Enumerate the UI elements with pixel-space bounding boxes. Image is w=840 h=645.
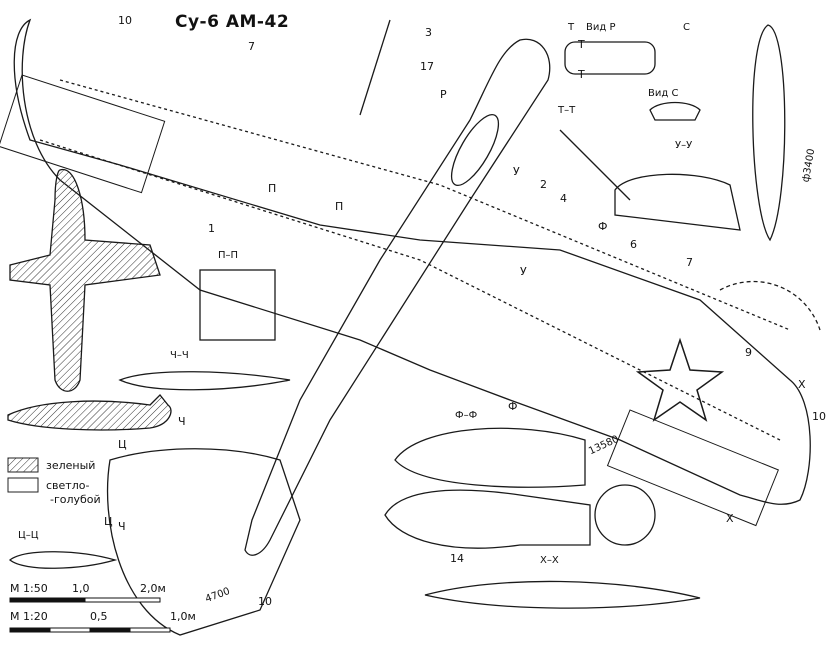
callout-p2: П [335, 200, 344, 213]
callout-ts2: Ц [104, 515, 113, 528]
callout-6: 6 [630, 238, 637, 251]
scale-20-label: М 1:20 [10, 610, 48, 623]
aileron-right [606, 409, 780, 527]
callout-2: 2 [540, 178, 547, 191]
label-x-x: Х–Х [540, 555, 559, 566]
callout-9: 9 [745, 346, 752, 359]
profile-ch [118, 371, 291, 391]
legend-green-label: зеленый [46, 459, 96, 472]
label-u-u: У–У [675, 140, 693, 151]
legend-blue-swatch [7, 477, 39, 493]
tailplane-outline [106, 448, 301, 636]
callout-t2: Т [578, 68, 585, 81]
label-t: Т [568, 22, 575, 33]
label-f-f: Ф–Ф [455, 410, 478, 421]
legend-blue-label-1: светло- [46, 479, 90, 492]
propeller-blade [752, 24, 786, 242]
label-c: С [683, 22, 690, 33]
profile-u [614, 173, 741, 231]
scale-bar-50 [9, 597, 161, 603]
callout-7b: 7 [686, 256, 693, 269]
star-insignia [635, 337, 725, 422]
callout-14: 14 [450, 552, 464, 565]
tank-section [394, 427, 586, 488]
callout-x2: X [726, 512, 734, 525]
callout-10b: 10 [812, 410, 826, 423]
callout-3: 3 [425, 26, 432, 39]
scale-bar-20 [9, 627, 171, 633]
scale-20-tick-1: 0,5 [90, 610, 108, 623]
callout-ch1: Ч [178, 415, 186, 428]
aileron-left [0, 74, 166, 194]
label-ch-ch: Ч–Ч [170, 350, 189, 361]
label-t-t: Т–Т [558, 105, 576, 116]
scale-50-tick-1: 1,0 [72, 582, 90, 595]
scale-20-tick-2: 1,0м [170, 610, 196, 623]
callout-1: 1 [208, 222, 215, 235]
callout-10a: 10 [118, 14, 132, 27]
top-view-small [9, 169, 161, 392]
callout-p1: П [268, 182, 277, 195]
legend-green-swatch [7, 457, 39, 473]
label-ts-ts: Ц–Ц [18, 530, 39, 541]
profile-x [424, 580, 701, 609]
callout-t1: Т [578, 38, 585, 51]
callout-x1: X [798, 378, 806, 391]
callout-u2: У [520, 265, 527, 278]
callout-ch2: Ч [118, 520, 126, 533]
callout-u1: У [513, 165, 520, 178]
scale-50-tick-2: 2,0м [140, 582, 166, 595]
callout-p: P [440, 88, 447, 101]
callout-17: 17 [420, 60, 434, 73]
callout-4: 4 [560, 192, 567, 205]
drawing-title: Су-6 АМ-42 [175, 12, 290, 32]
side-view [7, 394, 172, 431]
callout-ts1: Ц [118, 438, 127, 451]
callout-f2: Ф [508, 400, 518, 413]
profile-ts [8, 551, 118, 569]
bomb-14 [384, 489, 591, 549]
callout-10c: 10 [258, 595, 272, 608]
callout-f1: Ф [598, 220, 608, 233]
callout-7a: 7 [248, 40, 255, 53]
label-vid-c: Вид С [648, 88, 679, 99]
fuselage-outline [244, 38, 551, 556]
main-wing-outline [13, 18, 811, 505]
scale-50-label: М 1:50 [10, 582, 48, 595]
label-vid-p: Вид Р [586, 22, 616, 33]
label-p-p: П–П [218, 250, 239, 261]
legend-blue-label-2: -голубой [50, 493, 101, 506]
